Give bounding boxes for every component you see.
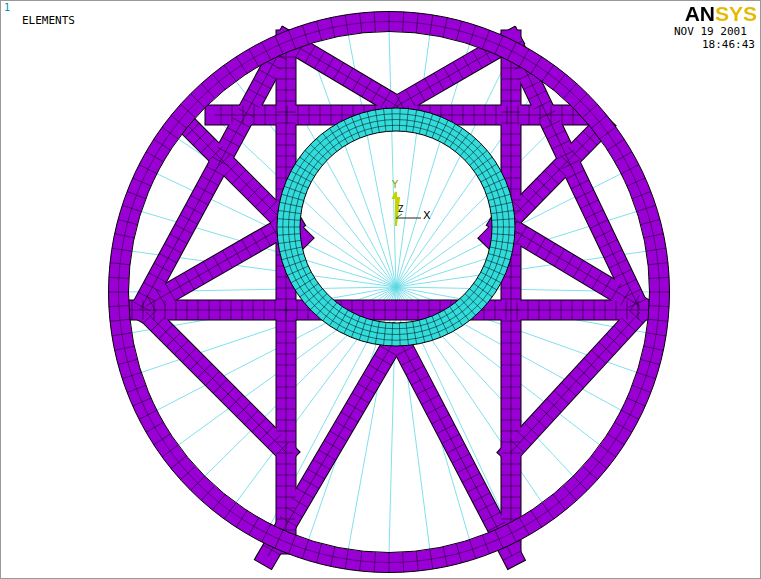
plot-title: ELEMENTS — [22, 15, 75, 26]
axis-label: Z — [398, 206, 403, 214]
plot-time: 18:46:43 — [702, 39, 755, 50]
outer-ring — [109, 12, 670, 573]
plot-date: NOV 19 2001 — [674, 26, 747, 37]
axis-label: Y — [392, 180, 398, 190]
spoke-lines — [127, 30, 651, 554]
window-number: 1 — [4, 3, 10, 13]
axis-label: X — [423, 210, 431, 221]
cyan-annulus — [277, 108, 515, 346]
ansys-logo: ANSYS — [685, 3, 757, 24]
axis-triad — [393, 192, 421, 226]
